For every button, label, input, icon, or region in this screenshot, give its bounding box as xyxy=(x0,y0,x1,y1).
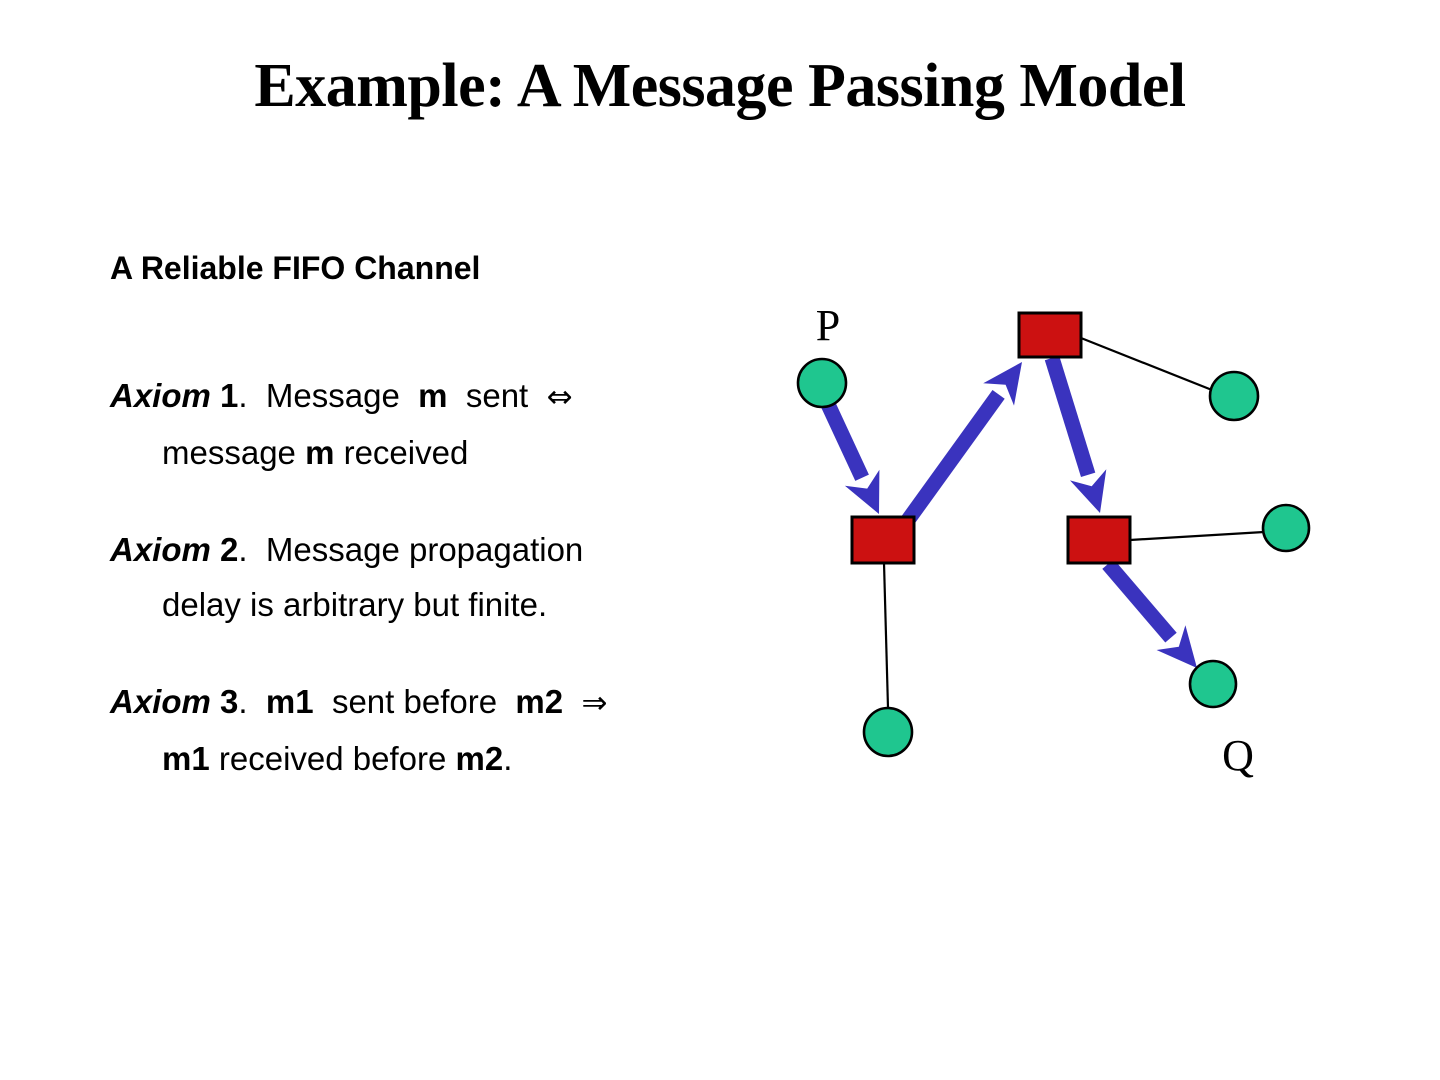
axiom-3-line2: m1 received before m2. xyxy=(110,731,710,786)
square-right[interactable] xyxy=(1066,515,1132,565)
message-arrows-group xyxy=(819,355,1197,668)
iff-symbol-icon: ⇔ xyxy=(546,379,573,415)
axiom-1-label: Axiom xyxy=(110,377,211,414)
line-left-to-bottomleft xyxy=(882,562,890,709)
axiom-3: Axiom 3. m1 sent before m2 ⇒ m1 received… xyxy=(110,674,710,786)
square-left[interactable] xyxy=(850,515,916,565)
arrow-right-to-q-head xyxy=(1156,625,1197,668)
arrow-right-to-q-shaft xyxy=(1102,559,1177,643)
body-text-column: A Reliable FIFO Channel Axiom 1. Message… xyxy=(110,248,710,786)
circle-mid-right[interactable] xyxy=(1261,503,1311,553)
axiom-1-line2-bold: m xyxy=(305,434,335,471)
axiom-1-line2-a: message xyxy=(162,434,296,471)
arrow-top-to-right-shaft xyxy=(1044,355,1096,477)
arrow-top-to-right xyxy=(1044,355,1107,513)
axiom-2-label: Axiom xyxy=(110,531,211,568)
axiom-3-line2-mid: received before xyxy=(218,740,447,777)
axiom-2-line1: Message propagation xyxy=(265,531,584,568)
axiom-3-line1-bold-b: m2 xyxy=(515,683,564,720)
axiom-2-line2: delay is arbitrary but finite. xyxy=(162,586,548,623)
event-circles-group xyxy=(796,357,1311,758)
axiom-3-line1-mid: sent before xyxy=(331,683,498,720)
arrow-top-to-right-head xyxy=(1070,469,1107,513)
axiom-3-line2-bold-b: m2 xyxy=(455,740,504,777)
line-top-to-topright xyxy=(1080,336,1213,392)
axiom-1-line1-a: Message xyxy=(265,377,400,414)
arrow-p-to-left xyxy=(819,396,880,514)
axiom-3-line2-bold-a: m1 xyxy=(162,740,210,777)
diagram-label-Q: Q xyxy=(1222,731,1254,780)
axiom-3-number: 3 xyxy=(220,683,239,720)
process-labels-group: PQ xyxy=(816,301,1254,780)
axiom-1-line2: message m received xyxy=(110,425,710,480)
axiom-3-line1-bold-a: m1 xyxy=(265,683,314,720)
axiom-2-number: 2 xyxy=(220,531,239,568)
axiom-3-label: Axiom xyxy=(110,683,211,720)
section-heading: A Reliable FIFO Channel xyxy=(110,250,481,286)
circle-top-right[interactable] xyxy=(1208,370,1260,422)
circle-p[interactable] xyxy=(796,357,848,409)
axiom-2-punct: . xyxy=(238,531,248,568)
square-top[interactable] xyxy=(1017,311,1083,359)
axiom-2: Axiom 2. Message propagation delay is ar… xyxy=(110,522,710,632)
axiom-1-punct: . xyxy=(238,377,248,414)
channel-lines-group xyxy=(882,336,1265,709)
axiom-3-line2-end: . xyxy=(503,740,513,777)
axiom-1-line2-b: received xyxy=(343,434,469,471)
axiom-1-line1-bold: m xyxy=(418,377,448,414)
arrow-left-to-top xyxy=(901,362,1022,525)
page-title: Example: A Message Passing Model xyxy=(254,52,1186,120)
circle-bottom-left[interactable] xyxy=(862,706,914,758)
arrow-right-to-q xyxy=(1102,559,1197,668)
circle-q[interactable] xyxy=(1188,659,1238,709)
axiom-1-number: 1 xyxy=(220,377,239,414)
arrow-p-to-left-shaft xyxy=(819,396,869,481)
arrow-p-to-left-head xyxy=(844,469,880,514)
axiom-1: Axiom 1. Message m sent ⇔ message m rece… xyxy=(110,368,710,480)
axiom-3-punct: . xyxy=(238,683,248,720)
arrow-left-to-top-shaft xyxy=(901,390,1005,525)
process-squares-group xyxy=(850,311,1132,565)
diagram-label-P: P xyxy=(816,301,840,350)
implies-symbol-icon: ⇒ xyxy=(581,685,608,721)
line-right-to-midright xyxy=(1129,530,1265,542)
arrow-left-to-top-head xyxy=(983,362,1022,406)
axiom-1-line1-b: sent xyxy=(465,377,529,414)
diagram-svg: PQ xyxy=(796,301,1311,780)
